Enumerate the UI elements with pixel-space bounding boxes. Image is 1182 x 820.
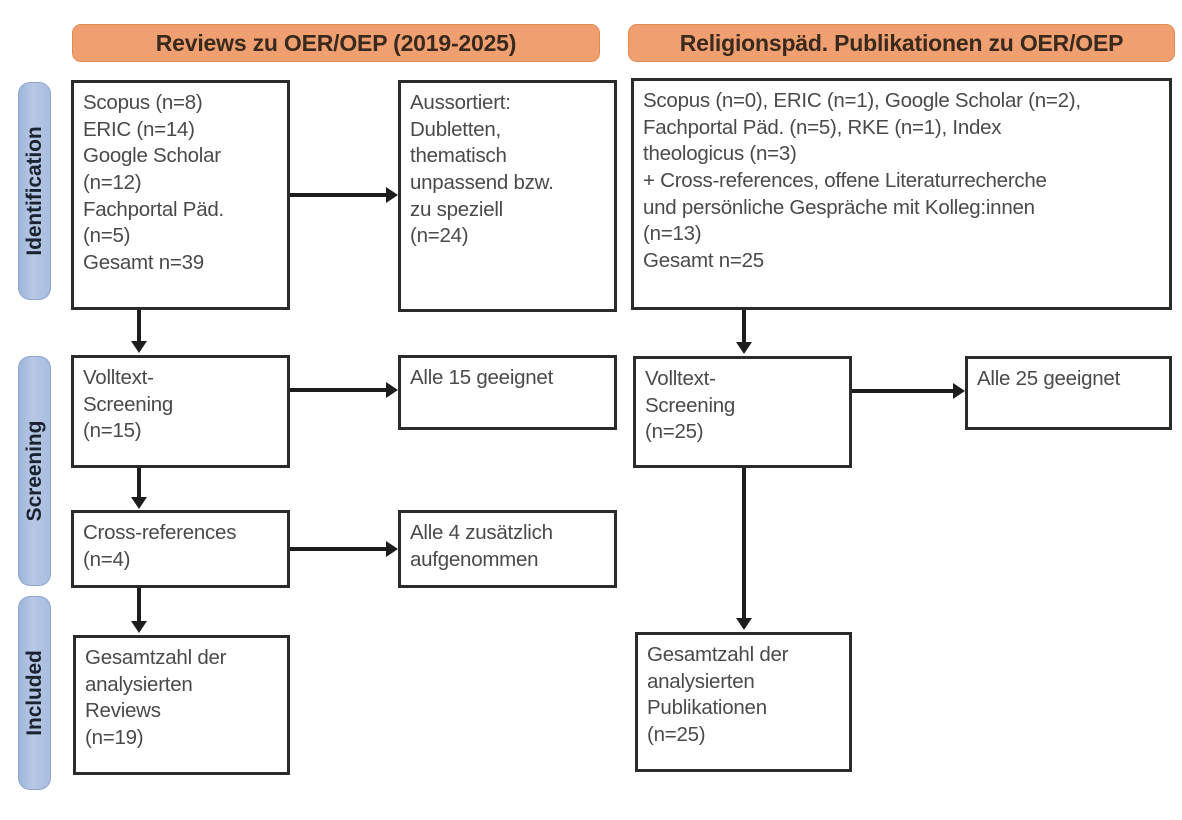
box-left-crossrefs: Cross-references (n=4) [71, 510, 290, 588]
box-left-fulltext-result: Alle 15 geeignet [398, 355, 617, 430]
box-left-fulltext-line-0: Volltext- [83, 366, 154, 389]
connector-right-fulltext-to-included [742, 468, 746, 620]
box-right-sources-line-6: Gesamt n=25 [643, 248, 764, 272]
box-left-fulltext-line-2: (n=15) [83, 419, 142, 443]
box-left-included-line-3: (n=19) [85, 725, 144, 749]
box-left-sources-line-6: Gesamt n=39 [83, 250, 204, 274]
column-header-left: Reviews zu OER/OEP (2019-2025) [72, 24, 600, 62]
stage-label-included: Included [22, 650, 46, 736]
box-left-crossrefs-result-line-0: Alle 4 zusätzlich [410, 521, 553, 544]
box-left-excluded-line-0: Aussortiert: [410, 91, 511, 114]
arrowhead-left-sources-to-excluded [386, 187, 398, 203]
box-left-included-line-0: Gesamtzahl der [85, 646, 227, 669]
stage-band-included: Included [18, 596, 51, 790]
box-left-excluded-line-3: unpassend bzw. [410, 170, 554, 194]
box-left-included-line-1: analysierten [85, 672, 193, 696]
box-right-sources-line-5: (n=13) [643, 222, 702, 246]
box-left-crossrefs-line-0: Cross-references [83, 521, 237, 544]
box-left-fulltext-line-1: Screening [83, 392, 174, 416]
arrowhead-right-fulltext-to-result [953, 383, 965, 399]
arrowhead-left-fulltext-to-result [386, 382, 398, 398]
stage-band-screening: Screening [18, 356, 51, 586]
box-right-sources-line-1: Fachportal Päd. (n=5), RKE (n=1), Index [643, 115, 1002, 139]
connector-left-fulltext-to-crossrefs [137, 468, 141, 499]
box-left-included: Gesamtzahl der analysierten Reviews (n=1… [73, 635, 290, 775]
box-right-sources-line-0: Scopus (n=0), ERIC (n=1), Google Scholar… [643, 89, 1081, 112]
connector-right-sources-to-fulltext [742, 310, 746, 344]
box-left-fulltext-result-line-0: Alle 15 geeignet [410, 366, 554, 389]
arrowhead-left-fulltext-to-crossrefs [131, 497, 147, 509]
connector-left-sources-to-fulltext [137, 310, 141, 343]
box-right-sources: Scopus (n=0), ERIC (n=1), Google Scholar… [631, 78, 1172, 310]
box-left-crossrefs-result-line-1: aufgenommen [410, 547, 539, 571]
box-left-sources-line-4: Fachportal Päd. [83, 197, 224, 221]
box-right-fulltext-result: Alle 25 geeignet [965, 356, 1172, 430]
box-right-sources-line-3: + Cross-references, offene Literaturrech… [643, 168, 1047, 192]
stage-band-identification: Identification [18, 82, 51, 300]
box-right-sources-line-4: und persönliche Gespräche mit Kolleg:inn… [643, 195, 1035, 219]
box-right-sources-line-2: theologicus (n=3) [643, 142, 797, 166]
arrowhead-right-fulltext-to-included [736, 618, 752, 630]
column-header-left-label: Reviews zu OER/OEP (2019-2025) [155, 29, 517, 56]
box-left-sources-line-0: Scopus (n=8) [83, 91, 203, 114]
arrowhead-left-crossrefs-to-included [131, 621, 147, 633]
stage-label-identification: Identification [22, 126, 46, 256]
box-left-sources-line-1: ERIC (n=14) [83, 117, 195, 141]
box-left-excluded: Aussortiert: Dubletten, thematisch unpas… [398, 80, 617, 312]
box-right-included-line-2: Publikationen [647, 696, 767, 720]
box-left-crossrefs-line-1: (n=4) [83, 547, 131, 571]
box-right-included-line-3: (n=25) [647, 722, 706, 746]
stage-label-screening: Screening [22, 420, 46, 522]
arrowhead-right-sources-to-fulltext [736, 342, 752, 354]
box-right-included-line-0: Gesamtzahl der [647, 643, 789, 666]
box-left-excluded-line-5: (n=24) [410, 224, 469, 248]
column-header-right: Religionspäd. Publikationen zu OER/OEP [628, 24, 1175, 62]
box-right-included-line-1: analysierten [647, 669, 755, 693]
arrowhead-left-sources-to-fulltext [131, 341, 147, 353]
box-left-fulltext-screening: Volltext- Screening (n=15) [71, 355, 290, 468]
box-left-sources: Scopus (n=8) ERIC (n=14) Google Scholar … [71, 80, 290, 310]
box-left-excluded-line-1: Dubletten, [410, 117, 501, 141]
box-right-fulltext-line-2: (n=25) [645, 420, 704, 444]
box-right-fulltext-screening: Volltext- Screening (n=25) [633, 356, 852, 468]
connector-left-crossrefs-to-included [137, 588, 141, 623]
arrowhead-left-crossrefs-to-result [386, 541, 398, 557]
box-left-sources-line-5: (n=5) [83, 224, 131, 248]
box-left-excluded-line-4: zu speziell [410, 197, 503, 221]
box-left-crossrefs-result: Alle 4 zusätzlich aufgenommen [398, 510, 617, 588]
column-header-right-label: Religionspäd. Publikationen zu OER/OEP [679, 29, 1124, 56]
box-right-fulltext-result-line-0: Alle 25 geeignet [977, 367, 1121, 390]
connector-left-fulltext-to-result [290, 388, 386, 392]
box-right-included: Gesamtzahl der analysierten Publikatione… [635, 632, 852, 772]
box-right-fulltext-line-0: Volltext- [645, 367, 716, 390]
box-left-sources-line-2: Google Scholar [83, 144, 221, 168]
connector-left-crossrefs-to-result [290, 547, 386, 551]
box-right-fulltext-line-1: Screening [645, 393, 736, 417]
connector-left-sources-to-excluded [290, 193, 386, 197]
box-left-included-line-2: Reviews [85, 699, 161, 723]
connector-right-fulltext-to-result [852, 389, 953, 393]
box-left-sources-line-3: (n=12) [83, 170, 142, 194]
box-left-excluded-line-2: thematisch [410, 144, 507, 168]
